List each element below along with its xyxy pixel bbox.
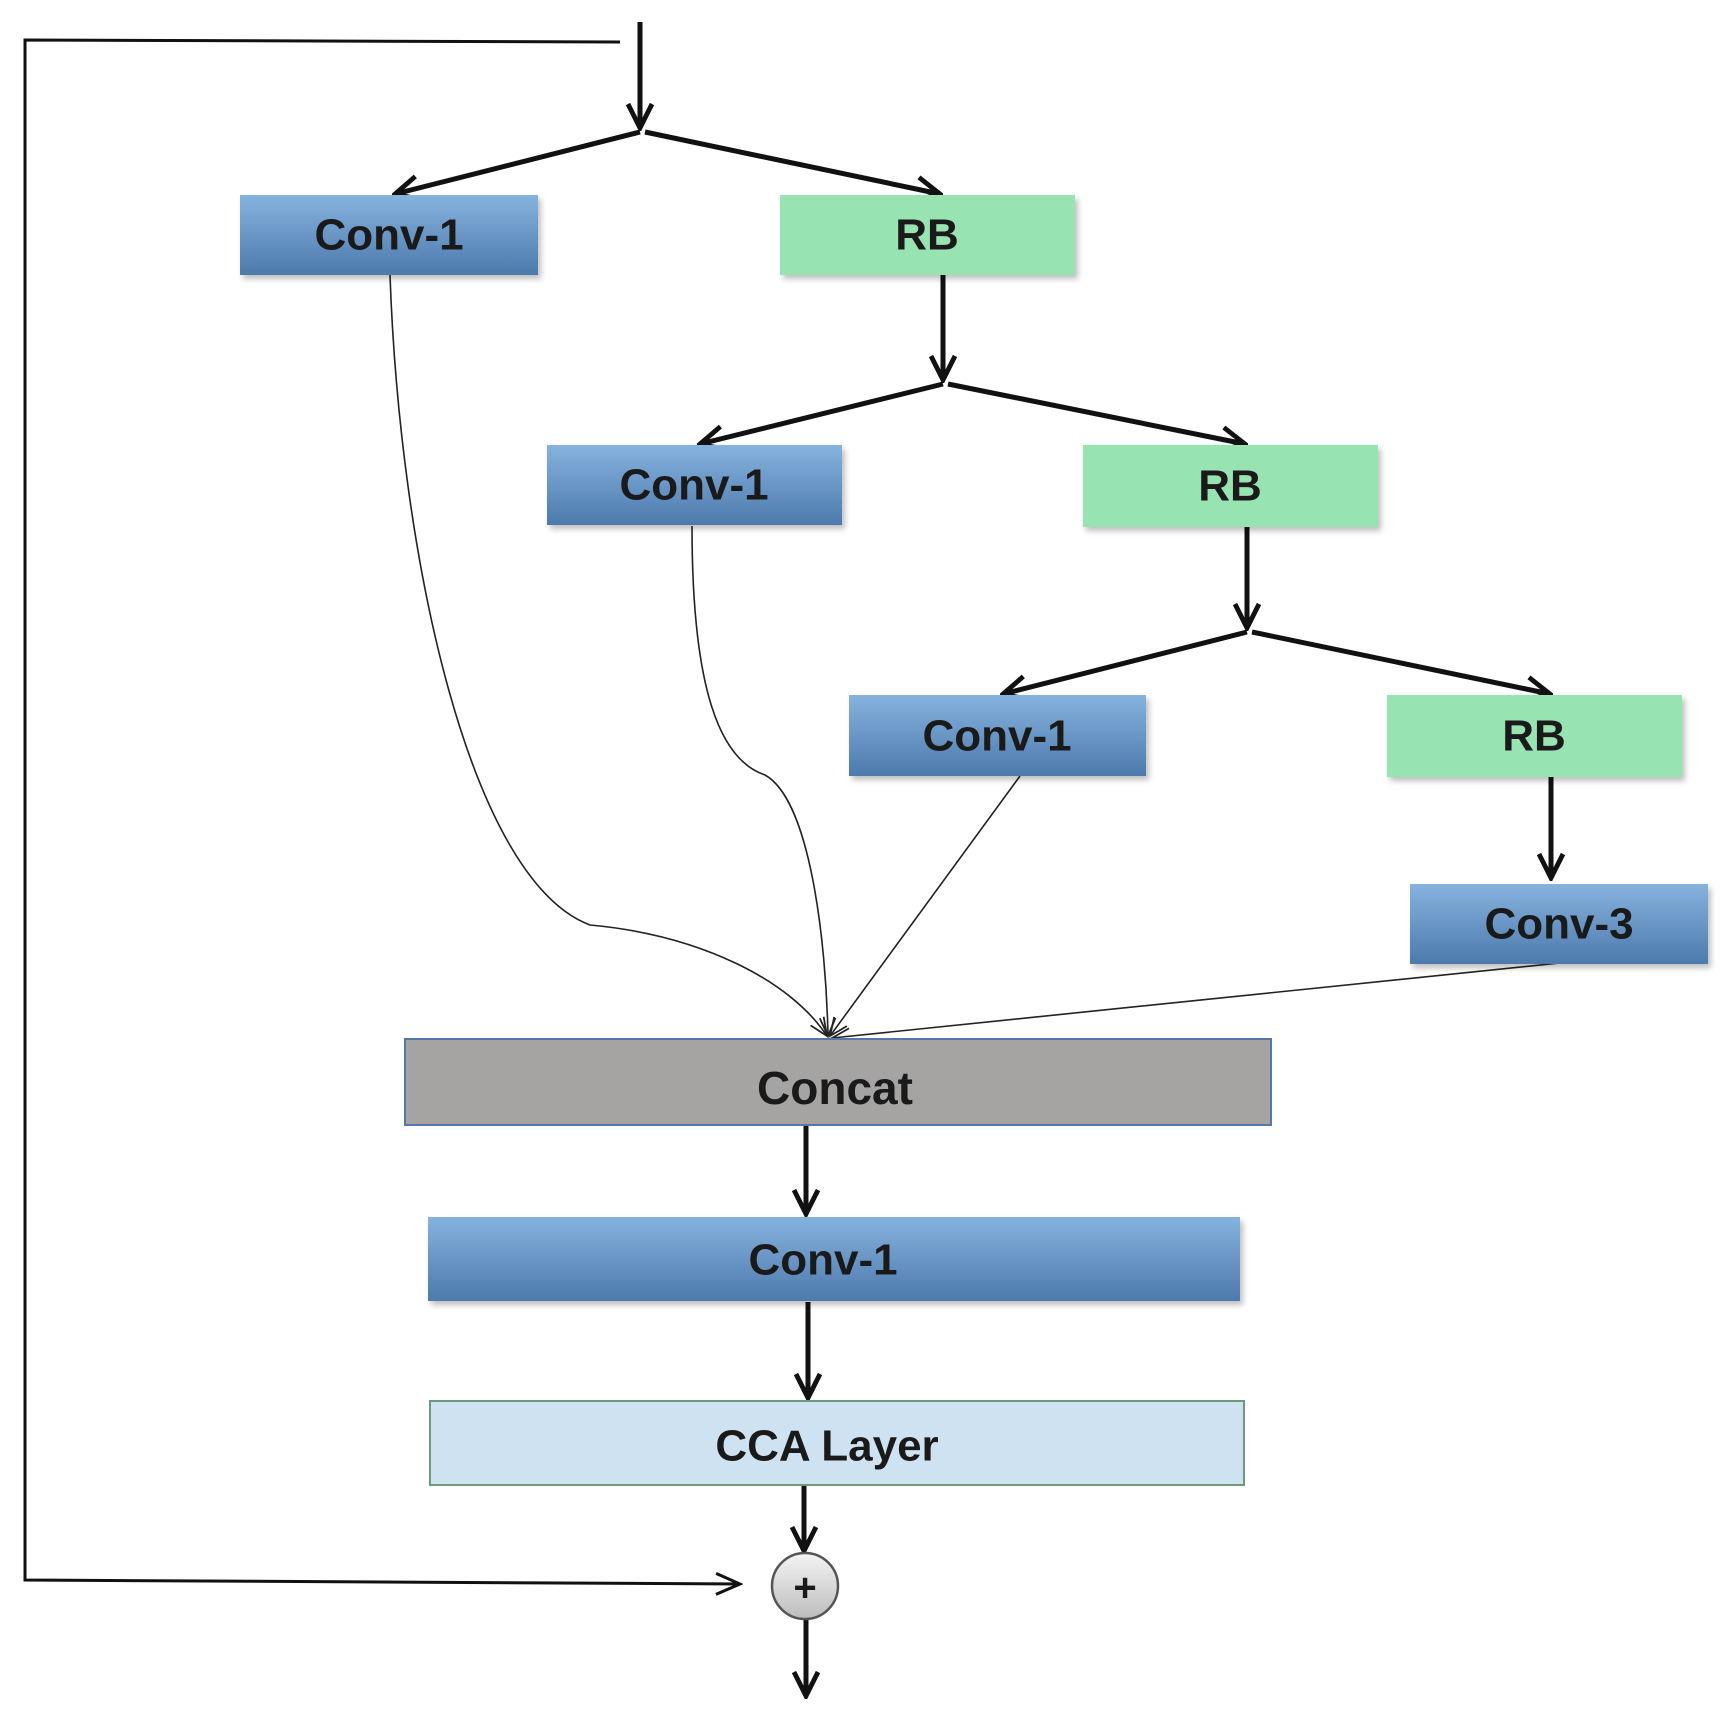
conv1-c-label: Conv-1 bbox=[922, 712, 1071, 761]
concat-node: Concat bbox=[404, 1038, 1272, 1126]
conv1-node-a: Conv-1 bbox=[240, 195, 538, 275]
rb-a-label: RB bbox=[895, 211, 959, 260]
split3-to-conv1-c bbox=[1003, 629, 1248, 694]
conv3-to-concat-line bbox=[829, 962, 1561, 1045]
conv1-a-label: Conv-1 bbox=[314, 211, 463, 260]
skip-connection bbox=[23, 38, 740, 1584]
rb-node-c: RB bbox=[1387, 695, 1682, 777]
split2-to-conv1-b bbox=[700, 381, 944, 444]
conv1-c-to-concat-line bbox=[828, 775, 1021, 1038]
conv1-b-to-concat-curve bbox=[691, 525, 837, 1039]
add-node: + bbox=[770, 1551, 840, 1621]
cca-layer-label: CCA Layer bbox=[715, 1422, 938, 1471]
concat-label: Concat bbox=[757, 1062, 913, 1114]
rb-b-label: RB bbox=[1198, 462, 1262, 511]
conv1-a-to-concat-curve bbox=[389, 274, 829, 1038]
split1-to-rb-a bbox=[644, 129, 940, 194]
conv1-output-label: Conv-1 bbox=[748, 1236, 897, 1285]
split3-to-rb-c bbox=[1251, 629, 1550, 694]
split1-to-conv1-a bbox=[395, 129, 641, 194]
conv3-node: Conv-3 bbox=[1410, 884, 1708, 964]
split2-to-rb-b bbox=[947, 381, 1245, 444]
conv1-output-node: Conv-1 bbox=[428, 1217, 1240, 1301]
cca-layer-node: CCA Layer bbox=[429, 1400, 1245, 1486]
rb-node-b: RB bbox=[1083, 445, 1378, 527]
conv1-node-c: Conv-1 bbox=[849, 695, 1146, 776]
conv1-b-label: Conv-1 bbox=[619, 461, 768, 510]
conv3-label: Conv-3 bbox=[1484, 900, 1633, 949]
rb-c-label: RB bbox=[1502, 712, 1566, 761]
rb-node-a: RB bbox=[780, 195, 1075, 275]
conv1-node-b: Conv-1 bbox=[547, 445, 842, 525]
add-symbol: + bbox=[793, 1566, 816, 1610]
